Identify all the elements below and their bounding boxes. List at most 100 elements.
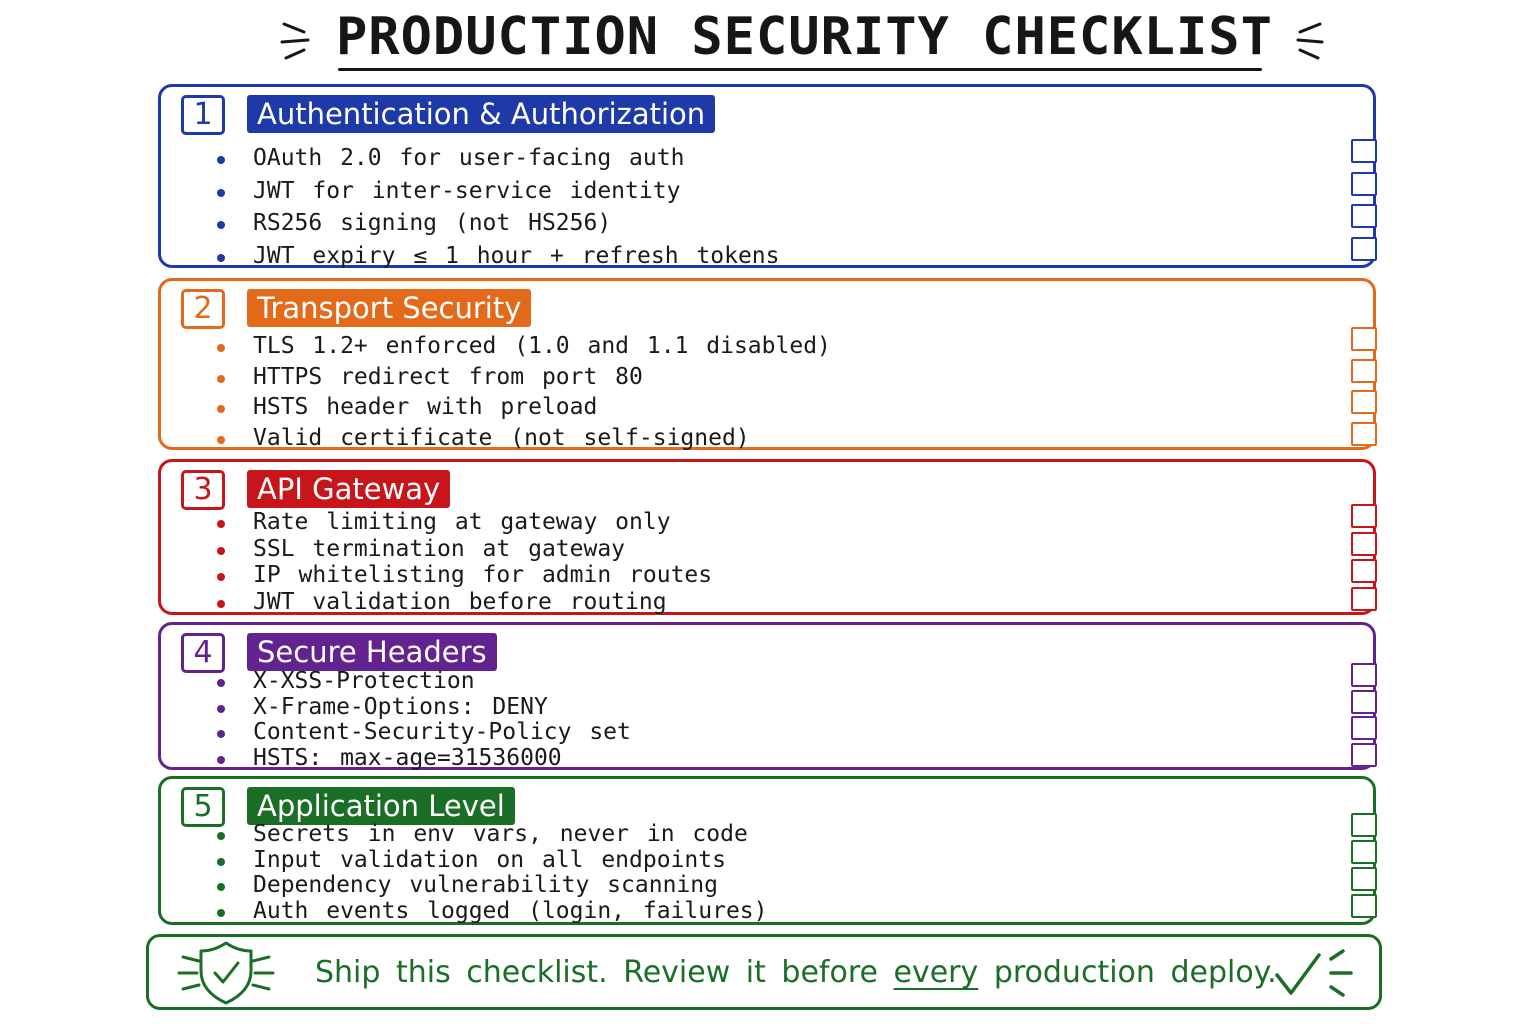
checklist-item-label: SSL termination at gateway — [253, 535, 626, 562]
bullet-icon — [217, 908, 225, 917]
bullet-icon — [217, 857, 225, 866]
checklist-item-label: Input validation on all endpoints — [253, 846, 726, 873]
bullet-icon — [217, 599, 225, 608]
section-number: 2 — [181, 289, 225, 329]
checklist-item-label: Content-Security-Policy set — [253, 719, 631, 745]
checklist-item: SSL termination at gateway — [217, 534, 1313, 564]
bullet-icon — [217, 374, 225, 383]
checklist-item-label: X-Frame-Options: DENY — [253, 693, 548, 720]
header: PRODUCTION SECURITY CHECKLIST — [0, 0, 1536, 80]
checklist-item: Secrets in env vars, never in code — [217, 819, 1313, 849]
footer-emphasis: every — [893, 955, 979, 990]
bullet-icon — [217, 679, 225, 687]
checkbox[interactable] — [1351, 716, 1377, 740]
section-title: Secure Headers — [247, 633, 497, 671]
checklist-item-label: JWT for inter-service identity — [253, 177, 681, 204]
bullet-icon — [217, 253, 225, 262]
footer-text-before: Ship this checklist. Review it before — [315, 955, 894, 990]
checklist-item-label: X-XSS-Protection — [253, 668, 475, 694]
checkmark-icon — [1275, 949, 1353, 997]
checkbox[interactable] — [1351, 531, 1377, 556]
checklist-item-label: RS256 signing (not HS256) — [253, 210, 612, 236]
section-number: 4 — [181, 633, 225, 673]
checkbox[interactable] — [1351, 171, 1377, 196]
bullet-icon — [217, 730, 225, 738]
checklist-item: JWT for inter-service identity — [217, 176, 1313, 206]
checklist-item: JWT validation before routing — [217, 587, 1313, 617]
checklist-item: X-Frame-Options: DENY — [217, 692, 1313, 722]
checklist-item: X-XSS-Protection — [217, 666, 1313, 696]
bullet-icon — [217, 832, 225, 840]
checklist-item: IP whitelisting for admin routes — [217, 560, 1313, 590]
checkbox[interactable] — [1351, 689, 1377, 714]
checklist-item: OAuth 2.0 for user-facing auth — [217, 143, 1313, 173]
checkbox[interactable] — [1351, 504, 1377, 528]
checklist-item-label: Valid certificate (not self-signed) — [253, 424, 750, 451]
footer-banner: Ship this checklist. Review it before ev… — [146, 934, 1382, 1010]
checklist-item: TLS 1.2+ enforced (1.0 and 1.1 disabled) — [217, 331, 1313, 361]
checkbox[interactable] — [1351, 840, 1377, 864]
section-title: Application Level — [247, 787, 515, 825]
right-sparkle-icon — [1296, 22, 1324, 60]
checkbox[interactable] — [1351, 813, 1377, 837]
checkbox[interactable] — [1351, 663, 1377, 687]
checklist-item: RS256 signing (not HS256) — [217, 208, 1313, 238]
checklist-item: HSTS header with preload — [217, 392, 1313, 422]
checklist-item: Valid certificate (not self-signed) — [217, 423, 1313, 453]
checklist-item: Rate limiting at gateway only — [217, 507, 1313, 537]
bullet-icon — [217, 344, 225, 352]
checklist-item: HTTPS redirect from port 80 — [217, 362, 1313, 392]
checklist-item: JWT expiry ≤ 1 hour + refresh tokens — [217, 241, 1313, 271]
checklist-item-label: JWT expiry ≤ 1 hour + refresh tokens — [253, 242, 780, 269]
bullet-icon — [217, 188, 225, 197]
bullet-icon — [217, 704, 225, 713]
checkbox[interactable] — [1351, 894, 1377, 918]
section-title: Authentication & Authorization — [247, 95, 716, 133]
section-number: 1 — [181, 95, 225, 135]
checklist-item-label: Secrets in env vars, never in code — [253, 821, 748, 847]
checkbox[interactable] — [1351, 559, 1377, 583]
footer-message: Ship this checklist. Review it before ev… — [315, 937, 1277, 1009]
checkbox[interactable] — [1351, 586, 1377, 611]
section-number: 3 — [181, 470, 225, 510]
checklist-item: Content-Security-Policy set — [217, 717, 1313, 747]
section-title: API Gateway — [247, 470, 451, 508]
checkbox[interactable] — [1351, 867, 1377, 891]
footer-text-after: production deploy. — [978, 955, 1277, 990]
checklist-item-label: JWT validation before routing — [253, 588, 667, 615]
checklist-item-label: IP whitelisting for admin routes — [253, 562, 713, 588]
bullet-icon — [217, 546, 225, 555]
checklist-item: Auth events logged (login, failures) — [217, 896, 1313, 926]
checklist-item-label: HTTPS redirect from port 80 — [253, 363, 643, 390]
checkbox[interactable] — [1351, 390, 1377, 414]
bullet-icon — [217, 156, 225, 164]
checklist-item: Dependency vulnerability scanning — [217, 870, 1313, 900]
checkbox[interactable] — [1351, 236, 1377, 261]
checklist-item-label: Rate limiting at gateway only — [253, 509, 671, 535]
checklist-item: Input validation on all endpoints — [217, 845, 1313, 875]
checkbox[interactable] — [1351, 139, 1377, 163]
bullet-icon — [217, 755, 225, 764]
checkbox[interactable] — [1351, 358, 1377, 383]
checkbox[interactable] — [1351, 421, 1377, 446]
section-number: 5 — [181, 787, 225, 827]
bullet-icon — [217, 221, 225, 229]
section-title: Transport Security — [247, 289, 532, 327]
checkbox[interactable] — [1351, 327, 1377, 351]
checklist-item-label: Dependency vulnerability scanning — [253, 872, 718, 898]
shield-check-icon — [177, 941, 275, 1005]
bullet-icon — [217, 520, 225, 528]
bullet-icon — [217, 573, 225, 581]
checkbox[interactable] — [1351, 742, 1377, 767]
checklist-item: HSTS: max-age=31536000 — [217, 743, 1313, 773]
title-underline — [338, 68, 1262, 71]
checkbox[interactable] — [1351, 204, 1377, 228]
bullet-icon — [217, 883, 225, 891]
